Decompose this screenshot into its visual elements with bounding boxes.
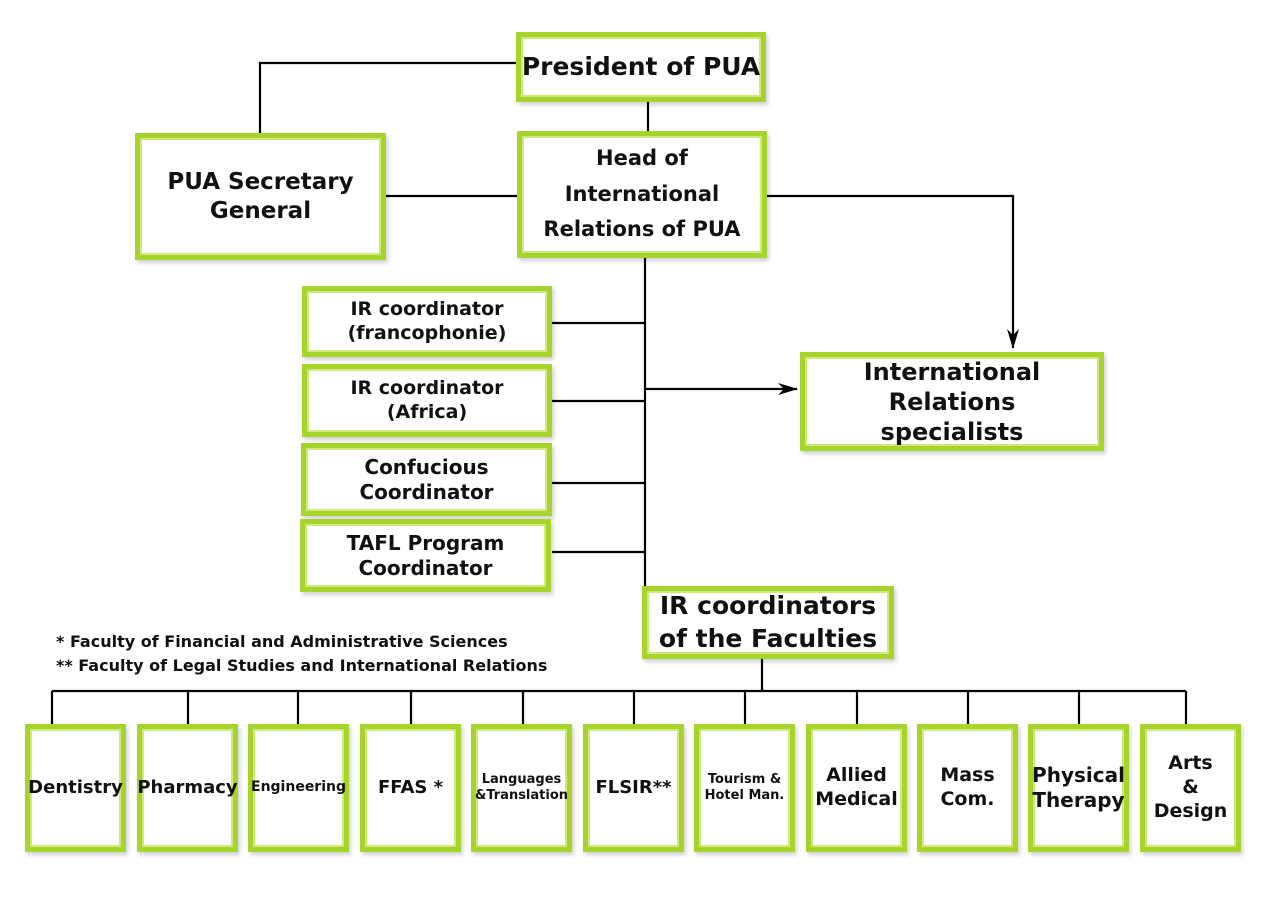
faculty-tourism-box: Tourism & Hotel Man.: [694, 724, 795, 852]
coordinator-line2: Coordinator: [358, 555, 493, 580]
coordinator-line1: Confucious: [364, 454, 489, 479]
faculty-label-line1: Arts: [1168, 752, 1213, 775]
coordinator-africa-box: IR coordinator (Africa): [302, 364, 552, 437]
faculty-label-line2: Hotel Man.: [704, 788, 785, 803]
faculty-allied-medical-box: Allied Medical: [806, 724, 907, 852]
faculty-label: Pharmacy: [137, 776, 238, 798]
faculty-coordinators-box: IR coordinators of the Faculties: [642, 586, 894, 659]
faculty-label-line2: Medical: [815, 788, 898, 810]
specialists-label-line2: specialists: [880, 417, 1024, 446]
coordinator-line1: TAFL Program: [346, 530, 505, 555]
faculty-drops: [50, 691, 1188, 727]
faculty-label-line1: Languages: [481, 771, 562, 787]
faculty-label-line1: Allied: [826, 764, 887, 787]
faculty-coordinators-line1: IR coordinators: [659, 591, 877, 620]
faculty-label-line2: &Translation: [474, 788, 569, 803]
coordinator-line2: (Africa): [386, 400, 468, 423]
faculty-arts-design-box: Arts & Design: [1140, 724, 1241, 852]
footnote-ffas: * Faculty of Financial and Administrativ…: [56, 632, 508, 651]
line-president-secretary: [258, 61, 516, 133]
faculty-flsir-box: FLSIR**: [583, 724, 684, 852]
faculty-label-line2: Therapy: [1032, 788, 1125, 812]
faculty-mass-com-box: Mass Com.: [917, 724, 1018, 852]
faculty-languages-box: Languages &Translation: [471, 724, 572, 852]
footnote-flsir: ** Faculty of Legal Studies and Internat…: [56, 656, 548, 675]
specialists-label-line1: International Relations: [863, 357, 1041, 416]
coordinator-tafl-box: TAFL Program Coordinator: [300, 519, 551, 592]
faculty-label: FFAS *: [377, 776, 444, 798]
arrow-head-specialists: [767, 194, 1019, 349]
faculty-engineering-box: Engineering: [248, 724, 349, 852]
faculty-label-line2: & Design: [1153, 776, 1228, 822]
faculty-label: FLSIR**: [595, 776, 672, 798]
faculty-label: Dentistry: [28, 776, 123, 798]
secretary-box: PUA Secretary General: [135, 133, 386, 260]
coordinator-line2: (francophonie): [347, 321, 507, 344]
head-label-line2: International: [564, 181, 720, 206]
faculty-label-line2: Com.: [940, 788, 995, 810]
specialists-box: International Relations specialists: [800, 352, 1104, 451]
faculty-physical-therapy-box: Physical Therapy: [1028, 724, 1129, 852]
secretary-label-line2: General: [209, 197, 312, 224]
coordinator-confucious-box: Confucious Coordinator: [301, 443, 552, 516]
coordinator-line1: IR coordinator: [350, 376, 504, 399]
president-label: President of PUA: [521, 52, 761, 82]
secretary-label-line1: PUA Secretary: [167, 168, 354, 195]
faculty-pharmacy-box: Pharmacy: [137, 724, 238, 852]
faculty-label-line1: Mass: [940, 764, 995, 787]
faculty-label-line1: Physical: [1032, 763, 1125, 787]
coordinator-francophonie-box: IR coordinator (francophonie): [302, 286, 552, 357]
faculty-dentistry-box: Dentistry: [25, 724, 126, 852]
faculty-coordinators-line2: of the Faculties: [658, 623, 878, 653]
head-box: Head of International Relations of PUA: [517, 131, 767, 258]
faculty-ffas-box: FFAS *: [360, 724, 461, 852]
coordinator-line1: IR coordinator: [350, 297, 504, 320]
faculty-label: Engineering: [251, 779, 346, 796]
head-label-line1: Head of: [596, 145, 688, 170]
coordinator-line2: Coordinator: [359, 479, 494, 504]
head-label-line3: Relations of PUA: [543, 217, 741, 242]
faculty-label-line1: Tourism &: [707, 771, 782, 787]
president-box: President of PUA: [516, 32, 766, 102]
